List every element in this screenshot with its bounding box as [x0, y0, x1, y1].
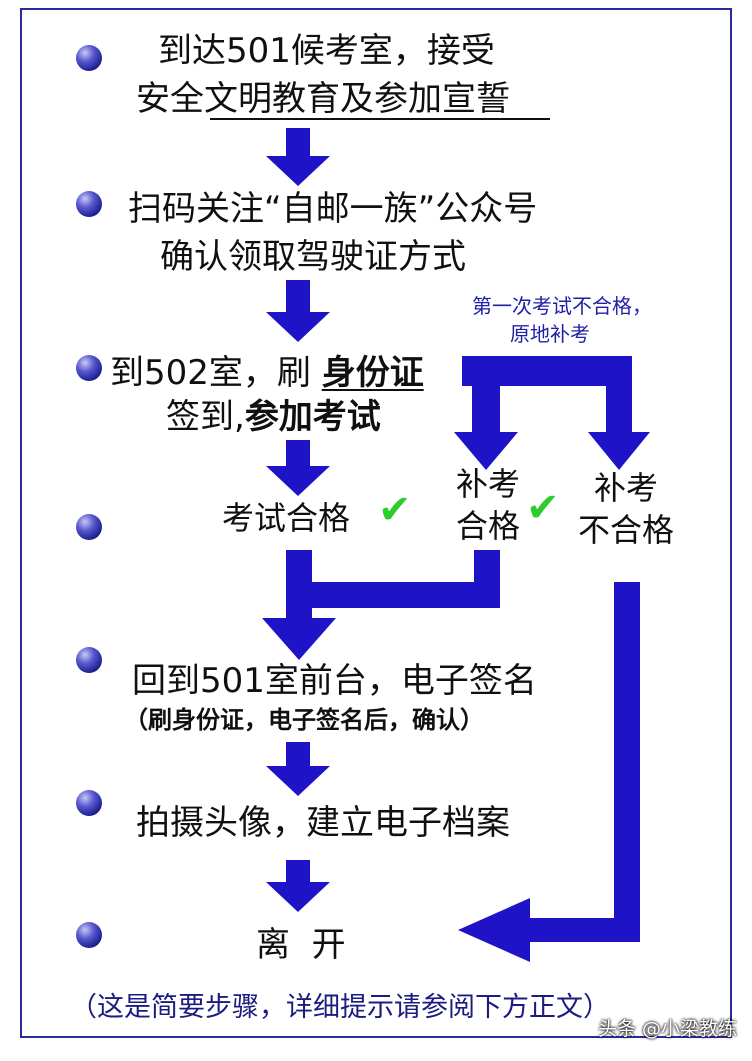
retake-note-line-2: 原地补考: [510, 322, 590, 346]
step-3-line-1: 到502室，刷 身份证: [110, 356, 424, 390]
bullet-step-6: [76, 790, 102, 816]
step-3-take-exam: 参加考试: [244, 397, 381, 437]
watermark: 头条 @小梁教练: [598, 1018, 738, 1040]
step-3-text-a: 到502室，刷: [110, 353, 322, 393]
step-2-line-1: 扫码关注“自邮一族”公众号: [128, 189, 538, 229]
retake-fail-path: [458, 582, 640, 962]
arrow-down-6: [266, 860, 330, 912]
step-2-line-2: 确认领取驾驶证方式: [160, 237, 466, 277]
bullet-step-1: [76, 45, 102, 71]
arrow-down-1: [266, 128, 330, 186]
step-1-underline: [210, 118, 550, 120]
step-5-line-2: （刷身份证，电子签名后，确认）: [124, 706, 484, 734]
step-5-line-1: 回到501室前台，电子签名: [132, 661, 537, 701]
diagram-frame: [20, 8, 732, 1038]
step-7-leave: 离 开: [256, 925, 346, 965]
step-3-line-2: 签到,参加考试: [166, 400, 381, 434]
exam-pass-label: 考试合格: [222, 499, 351, 537]
bullet-step-5: [76, 647, 102, 673]
arrow-down-retake-pass: [454, 386, 518, 470]
step-3-sign-in: 签到,: [166, 397, 245, 437]
check-icon: ✔: [526, 485, 560, 531]
bullet-step-4: [76, 514, 102, 540]
bullet-step-2: [76, 191, 102, 217]
step-1-line-1: 到达501候考室，接受: [158, 31, 495, 71]
footnote: （这是简要步骤，详细提示请参阅下方正文）: [70, 992, 610, 1023]
step-3-id-card: 身份证: [321, 353, 424, 393]
check-icon: ✔: [378, 487, 412, 533]
bullet-step-7: [76, 922, 102, 948]
arrow-down-retake-fail: [588, 386, 650, 470]
retake-note-line-1: 第一次考试不合格，: [472, 294, 652, 318]
retake-fail-line-2: 不合格: [578, 511, 675, 549]
step-1-line-2-text: 安全文明教育及参加宣誓: [136, 79, 510, 119]
arrow-down-5: [266, 742, 330, 796]
retake-pass-line-2: 合格: [456, 507, 521, 545]
retake-pass-line-1: 补考: [456, 465, 521, 503]
step-1-line-2: 安全文明教育及参加宣誓: [136, 82, 510, 116]
retake-branch-connector: [462, 356, 632, 386]
merge-connector: [262, 550, 500, 660]
bullet-step-3: [76, 355, 102, 381]
step-6-label: 拍摄头像，建立电子档案: [136, 803, 510, 843]
arrow-down-3: [266, 440, 330, 496]
retake-fail-line-1: 补考: [594, 469, 659, 507]
arrow-down-2: [266, 280, 330, 342]
